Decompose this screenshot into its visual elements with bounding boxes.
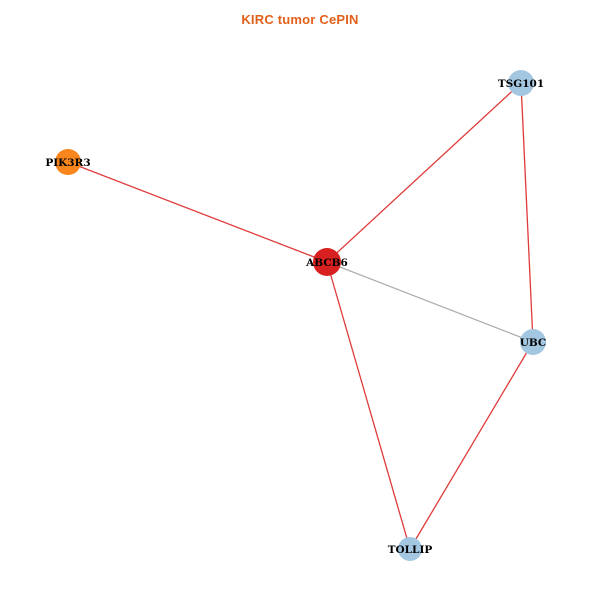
node-label-UBC: UBC xyxy=(520,337,547,349)
edge-ABCB6-UBC xyxy=(326,261,534,343)
edges-layer xyxy=(67,82,534,550)
node-ABCB6 xyxy=(313,248,341,276)
edge-UBC-TOLLIP xyxy=(409,341,534,550)
edge-ABCB6-TOLLIP xyxy=(326,261,411,550)
node-label-ABCB6: ABCB6 xyxy=(305,257,348,269)
plot-title: KIRC tumor CePIN xyxy=(241,12,359,27)
node-label-TOLLIP: TOLLIP xyxy=(388,544,433,556)
node-UBC xyxy=(520,329,546,355)
node-TSG101 xyxy=(508,70,534,96)
node-TOLLIP xyxy=(398,537,422,561)
node-label-TSG101: TSG101 xyxy=(498,78,544,90)
nodes-layer xyxy=(55,70,546,561)
edge-ABCB6-TSG101 xyxy=(326,82,522,263)
node-label-PIK3R3: PIK3R3 xyxy=(45,157,90,169)
edge-TSG101-UBC xyxy=(520,82,534,343)
edge-PIK3R3-ABCB6 xyxy=(67,161,328,263)
node-PIK3R3 xyxy=(55,149,81,175)
